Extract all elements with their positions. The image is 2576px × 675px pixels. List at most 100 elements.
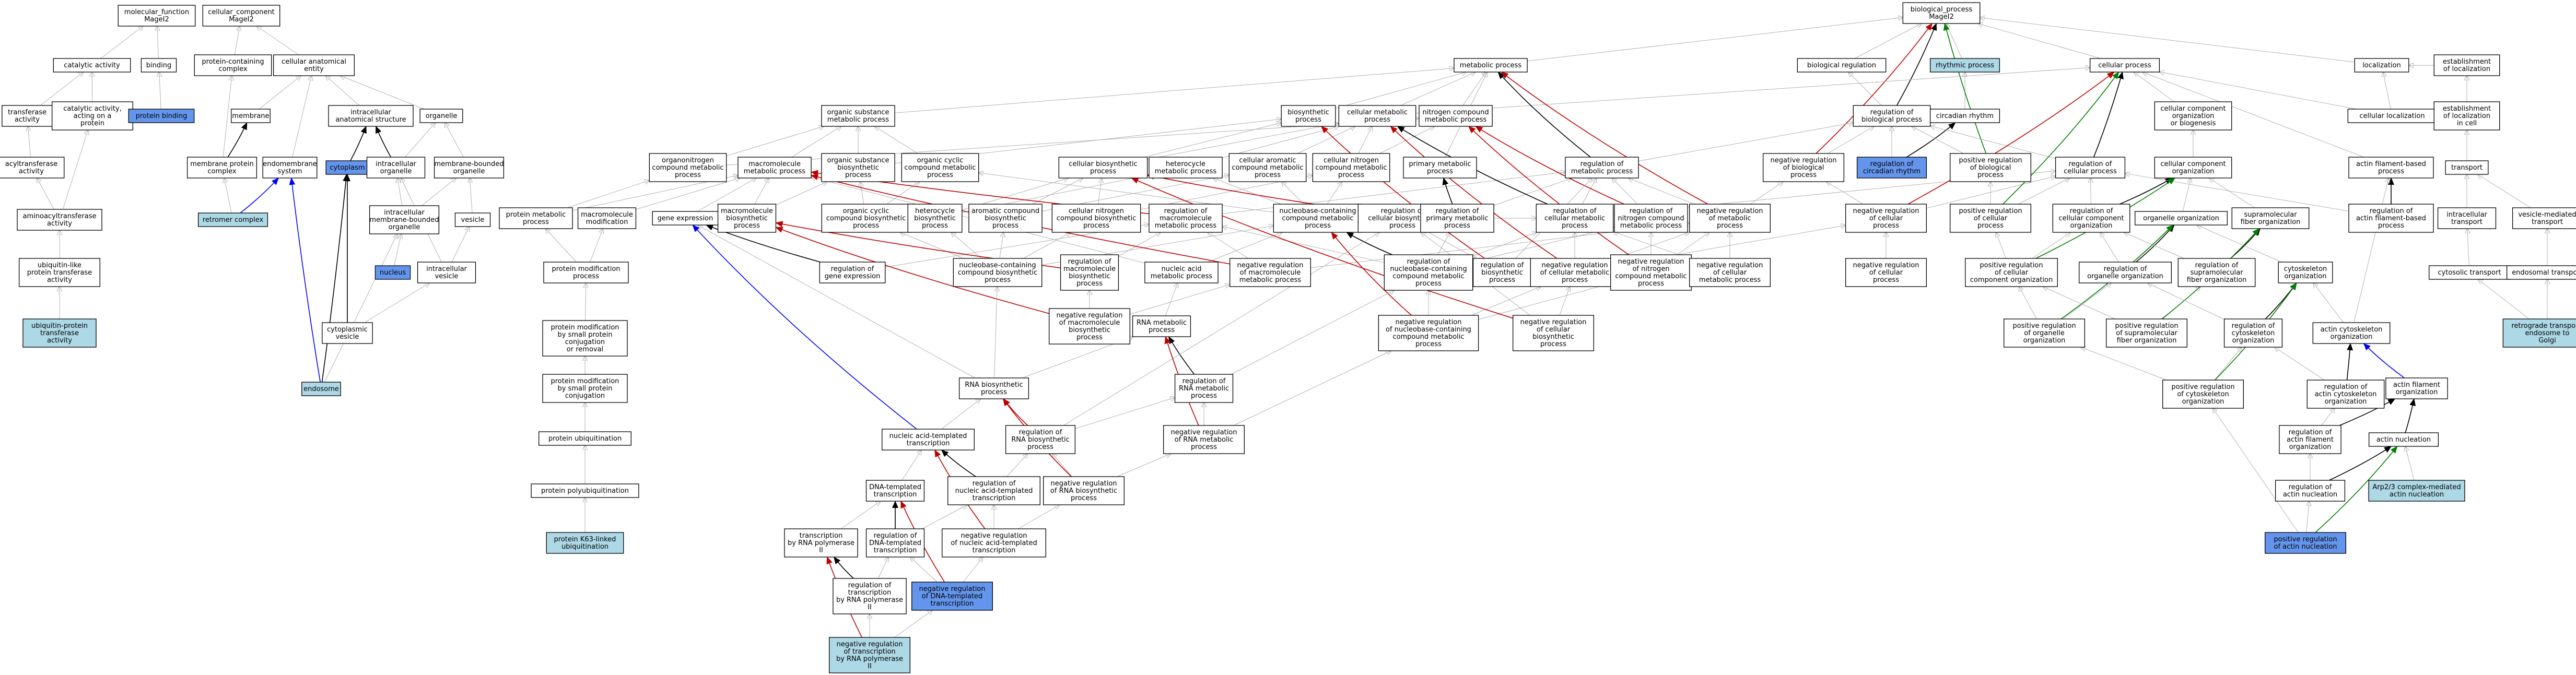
go-term-label: protein binding — [136, 112, 188, 120]
go-term-label: of localization — [2443, 65, 2490, 73]
go-term-label: MageI2 — [144, 16, 169, 23]
go-term-label: biological_process — [1911, 6, 1973, 14]
relation-edge-is-a — [2353, 178, 2388, 323]
go-term-label: regulation of — [1019, 429, 1062, 436]
go-term-label: process — [992, 222, 1018, 230]
relation-edge-is-a — [1946, 23, 1962, 59]
relation-edge-is-a — [2213, 408, 2299, 533]
go-term-label: nucleobase-containing — [1279, 207, 1356, 215]
go-term-label: transport — [2451, 164, 2483, 172]
go-term-label: cytosolic transport — [2438, 269, 2501, 277]
relation-edge-part-of — [350, 126, 367, 161]
go-term-box — [2177, 258, 2256, 287]
go-term-label: cellular process — [2098, 62, 2151, 69]
relation-edge-regulates — [1475, 126, 1624, 205]
go-term-box — [1378, 315, 1479, 351]
go-term-label: of transcription — [844, 648, 895, 656]
go-term-box — [2154, 157, 2232, 179]
relation-edge-neg-reg — [289, 177, 321, 383]
relation-edge-part-of — [833, 556, 854, 579]
go-term-label: component organization — [1970, 276, 2053, 284]
go-term-label: regulation of — [2232, 322, 2275, 330]
go-term-label: of nucleic acid-templated — [951, 539, 1037, 547]
relation-edge-part-of — [941, 449, 976, 477]
go-term-label: primary metabolic — [1409, 160, 1471, 168]
go-term-label: regulation of — [831, 265, 874, 273]
relation-edge-regulates — [775, 227, 1049, 314]
go-term-label: process — [1977, 171, 2004, 179]
go-term-label: cytoplasm — [330, 164, 365, 172]
go-term-label: cytoplasmic — [327, 326, 368, 334]
go-term-label: macromolecule — [721, 207, 773, 215]
go-term-box — [202, 5, 280, 27]
go-term-label: activity — [47, 337, 72, 345]
go-term-label: rhythmic process — [1936, 62, 1994, 69]
relation-edge-is-a — [1327, 182, 1342, 205]
relation-edge-pos-reg — [1943, 23, 1987, 154]
go-term-label: biosynthetic — [985, 215, 1026, 222]
go-term-box — [542, 374, 628, 403]
go-term-label: nucleic acid — [1161, 265, 1201, 273]
go-term-label: cellular_component — [208, 8, 275, 16]
relation-edge-is-a — [590, 229, 603, 263]
relation-edge-is-a — [895, 68, 1454, 113]
go-term-label: compound metabolic — [652, 164, 723, 172]
go-term-box — [821, 105, 895, 127]
go-term-label: negative regulation — [1770, 157, 1836, 164]
relation-edge-is-a — [2275, 347, 2325, 381]
relation-edge-is-a — [1400, 72, 1476, 106]
relation-edge-pos-reg — [2003, 72, 2120, 205]
relation-edge-is-a — [470, 178, 472, 214]
relation-edge-neg-reg — [692, 224, 917, 430]
go-term-node: cytosolic transport — [2428, 265, 2510, 280]
relation-edge-is-a — [2478, 279, 2530, 319]
go-term-label: regulation of — [2104, 265, 2147, 273]
go-term-label: membrane protein — [190, 160, 253, 168]
relation-edge-is-a — [999, 232, 1003, 259]
go-term-box — [947, 476, 1040, 505]
relation-edge-is-a — [2214, 347, 2242, 381]
relation-edge-is-a — [726, 126, 824, 157]
go-term-box — [953, 258, 1043, 287]
relation-edge-is-a — [100, 26, 143, 59]
go-term-label: supramolecular — [2190, 269, 2243, 277]
go-term-label: biosynthetic — [1069, 326, 1110, 334]
go-term-node: cytoplasm — [325, 160, 369, 175]
go-term-label: negative regulation — [1237, 262, 1303, 269]
go-term-label: by RNA polymerase — [836, 655, 903, 663]
go-term-label: transport — [2451, 218, 2483, 226]
go-term-box — [1530, 258, 1620, 287]
go-term-label: organization — [2289, 443, 2332, 451]
go-term-label: metabolic process — [1151, 273, 1213, 280]
go-term-label: biosynthetic — [726, 215, 768, 222]
go-term-label: process — [1071, 494, 1097, 502]
relation-edge-is-a — [1231, 290, 1394, 375]
go-term-label: negative regulation — [1696, 207, 1763, 215]
go-term-label: aminoacyltransferase — [23, 212, 97, 220]
go-term-box — [542, 320, 628, 357]
relation-edge-is-a — [1980, 18, 2355, 63]
relation-edge-part-of — [2119, 177, 2173, 205]
go-term-label: DNA-templated — [869, 483, 921, 491]
go-term-label: Golgi — [2538, 337, 2556, 345]
relation-edge-is-a — [1582, 178, 1596, 205]
go-term-box — [2354, 58, 2409, 73]
go-term-box — [2385, 377, 2448, 399]
go-term-node: rhythmic process — [1929, 58, 2000, 73]
go-term-label: macromolecule — [581, 211, 633, 219]
go-term-label: membrane-bounded — [369, 216, 439, 224]
go-term-label: vesicle — [435, 273, 459, 280]
